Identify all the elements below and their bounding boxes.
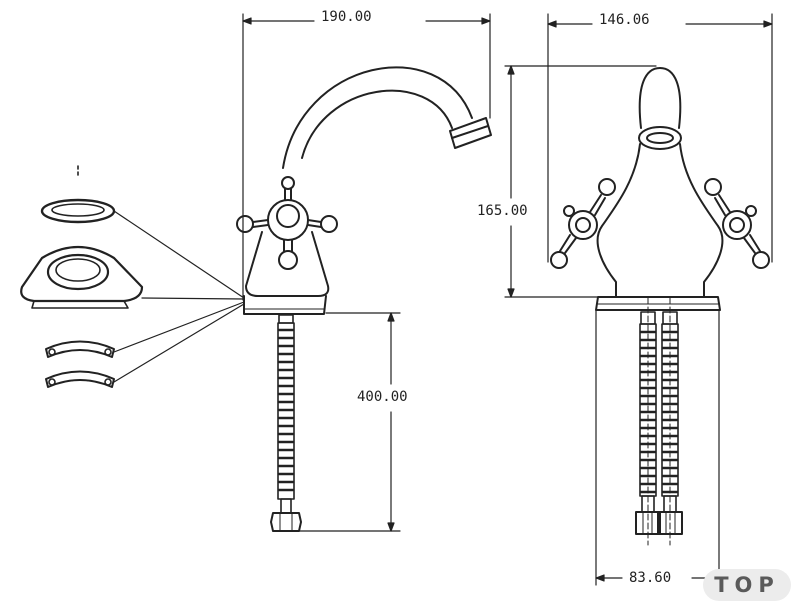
faucet-body-front [595, 143, 724, 311]
base-plate [20, 246, 144, 309]
dimension-line-hose [299, 312, 401, 532]
dimension-line-height [504, 65, 657, 298]
faucet-front-view [504, 13, 773, 586]
faucet-body [243, 231, 330, 315]
dimension-line-width [242, 13, 491, 301]
clip-lower [45, 370, 115, 388]
height-dimension-label: 165.00 [474, 203, 531, 219]
hose-length-dimension-label: 400.00 [354, 389, 411, 405]
faucet-side-view [236, 13, 492, 532]
hose-side [270, 314, 302, 532]
spout-front [638, 67, 682, 150]
cross-handle-right [704, 178, 770, 269]
cross-handle-left [550, 178, 616, 269]
clip-upper [45, 340, 115, 358]
leader-lines [113, 210, 245, 383]
cross-handle-side [236, 176, 338, 270]
gasket-ring [40, 198, 116, 224]
scroll-to-top-button[interactable]: TOP [703, 569, 791, 601]
dimension-line-depth [547, 13, 773, 263]
depth-dimension-label: 146.06 [596, 12, 653, 28]
hose-spacing-dimension-label: 83.60 [626, 570, 675, 586]
exploded-parts [20, 165, 245, 388]
spout [282, 66, 492, 169]
hoses-front [635, 297, 683, 546]
dimension-line-spacing [595, 309, 720, 586]
width-dimension-label: 190.00 [318, 9, 375, 25]
